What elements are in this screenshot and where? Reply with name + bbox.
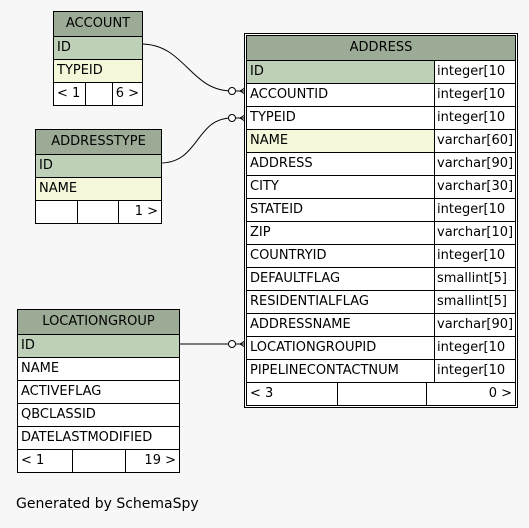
column-type: smallint[5] [434,268,515,290]
column-name: NAME [21,361,60,376]
column-type: varchar[30] [434,176,515,198]
column-type: varchar[90] [434,314,515,336]
table-account[interactable]: ACCOUNT ID TYPEID < 1 6 > [53,11,143,106]
column-type: integer[10 [434,199,515,221]
table-footer: < 3 0 > [247,382,515,405]
column-name: ID [250,64,264,79]
column-name: ID [57,40,71,55]
column-type: varchar[90] [434,153,515,175]
column-name: TYPEID [250,110,296,125]
column-name: STATEID [250,202,304,217]
column-row[interactable]: ACCOUNTID integer[10 [247,84,515,107]
column-row[interactable]: LOCATIONGROUPID integer[10 [247,337,515,360]
children-count[interactable]: 0 > [426,383,515,405]
parents-count[interactable]: < 1 [57,86,81,101]
column-name: ZIP [250,225,271,240]
column-name: ADDRESS [250,156,313,171]
column-row[interactable]: RESIDENTIALFLAG smallint[5] [247,291,515,314]
column-row[interactable]: PIPELINECONTACTNUM integer[10 [247,360,515,382]
column-type: varchar[60] [434,130,515,152]
table-title[interactable]: ACCOUNT [54,12,142,37]
column-name: NAME [250,133,289,148]
column-row[interactable]: ID [54,37,142,60]
column-type: integer[10 [434,360,515,382]
children-count[interactable]: 1 > [118,201,161,223]
column-name: COUNTRYID [250,248,327,263]
column-name: CITY [250,179,279,194]
column-row[interactable]: ID integer[10 [247,61,515,84]
column-name: ID [39,158,53,173]
footer-spacer [337,383,426,405]
table-footer: 1 > [36,201,161,223]
column-row[interactable]: DEFAULTFLAG smallint[5] [247,268,515,291]
table-title[interactable]: ADDRESS [247,36,515,61]
column-type: integer[10 [434,107,515,129]
column-row[interactable]: TYPEID integer[10 [247,107,515,130]
column-name: NAME [39,181,78,196]
column-type: varchar[10] [434,222,515,244]
footer-spacer [77,201,118,223]
footer-spacer [85,83,111,105]
table-footer: < 1 19 > [18,450,179,472]
column-type: integer[10 [434,245,515,267]
column-name: DATELASTMODIFIED [21,430,153,445]
link-account-address [140,43,233,92]
table-footer: < 1 6 > [54,83,142,105]
column-row[interactable]: ID [18,335,179,358]
column-row[interactable]: QBCLASSID [18,404,179,427]
column-name: PIPELINECONTACTNUM [250,363,399,378]
column-name: TYPEID [57,63,103,78]
column-name: ACCOUNTID [250,87,329,102]
link-addresstype-address [159,117,233,164]
column-name: ADDRESSNAME [250,317,351,332]
column-row[interactable]: DATELASTMODIFIED [18,427,179,450]
column-row[interactable]: TYPEID [54,60,142,83]
column-type: integer[10 [434,61,515,83]
table-addresstype[interactable]: ADDRESSTYPE ID NAME 1 > [35,129,162,224]
column-name: QBCLASSID [21,407,96,422]
column-type: smallint[5] [434,291,515,313]
column-row[interactable]: ZIP varchar[10] [247,222,515,245]
generated-by-label: Generated by SchemaSpy [16,496,199,512]
column-row[interactable]: ACTIVEFLAG [18,381,179,404]
parents-count[interactable]: < 1 [21,453,45,468]
column-type: integer[10 [434,337,515,359]
column-row[interactable]: COUNTRYID integer[10 [247,245,515,268]
column-name: LOCATIONGROUPID [250,340,377,355]
column-type: integer[10 [434,84,515,106]
column-name: DEFAULTFLAG [250,271,341,286]
column-row[interactable]: ID [36,155,161,178]
column-row[interactable]: NAME [36,178,161,201]
children-count[interactable]: 19 > [125,450,179,472]
table-title[interactable]: LOCATIONGROUP [18,310,179,335]
column-row[interactable]: ADDRESSNAME varchar[90] [247,314,515,337]
column-row[interactable]: CITY varchar[30] [247,176,515,199]
column-row[interactable]: STATEID integer[10 [247,199,515,222]
table-locationgroup[interactable]: LOCATIONGROUP ID NAME ACTIVEFLAG QBCLASS… [17,309,180,473]
column-row[interactable]: ADDRESS varchar[90] [247,153,515,176]
table-title[interactable]: ADDRESSTYPE [36,130,161,155]
column-row[interactable]: NAME [18,358,179,381]
children-count[interactable]: 6 > [111,83,142,105]
column-row[interactable]: NAME varchar[60] [247,130,515,153]
column-name: RESIDENTIALFLAG [250,294,369,309]
column-name: ACTIVEFLAG [21,384,102,399]
parents-count[interactable]: < 3 [250,386,274,401]
footer-spacer [72,450,125,472]
parents-count[interactable] [36,201,77,223]
column-name: ID [21,338,35,353]
